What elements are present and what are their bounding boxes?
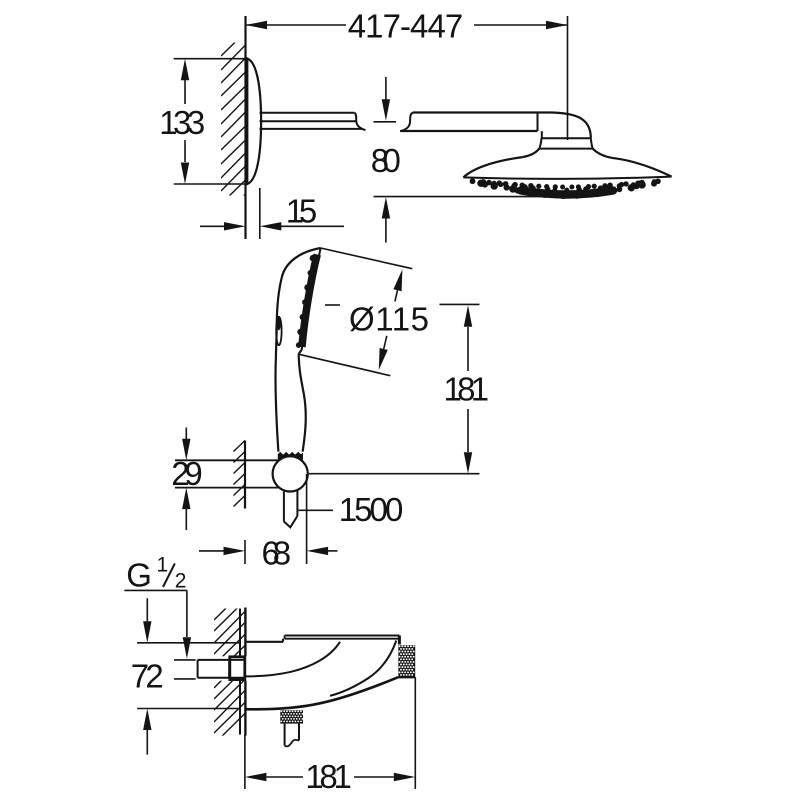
- svg-text:181: 181: [444, 370, 490, 407]
- svg-text:80: 80: [371, 142, 401, 179]
- svg-text:29: 29: [171, 455, 203, 492]
- svg-text:181: 181: [305, 758, 352, 795]
- svg-text:133: 133: [159, 104, 205, 141]
- svg-text:68: 68: [262, 534, 292, 571]
- svg-text:72: 72: [131, 658, 164, 695]
- svg-text:417-447: 417-447: [348, 7, 464, 44]
- svg-text:15: 15: [286, 193, 318, 230]
- svg-text:1: 1: [157, 553, 169, 576]
- svg-text:G: G: [126, 556, 152, 593]
- svg-text:Ø115: Ø115: [349, 301, 429, 338]
- svg-text:2: 2: [175, 570, 187, 593]
- svg-text:1500: 1500: [339, 491, 404, 528]
